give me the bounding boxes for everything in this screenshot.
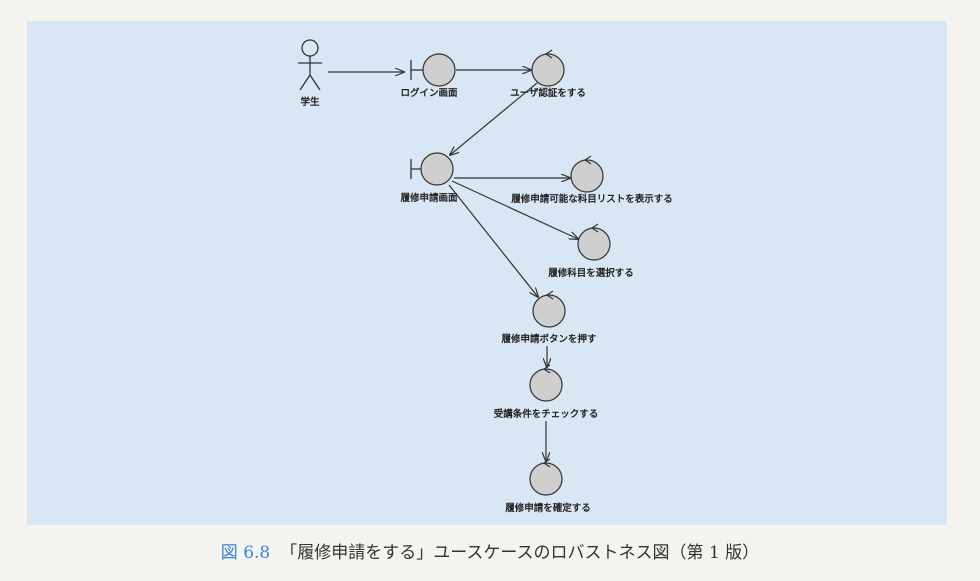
select-courses-label: 履修科目を選択する	[547, 267, 634, 279]
control-show-courses: 履修申請可能な科目リストを表示する	[510, 155, 673, 205]
confirm-enroll-label: 履修申請を確定する	[504, 502, 591, 514]
diagram-panel	[27, 21, 947, 525]
boundary-login-screen: ログイン画面	[400, 53, 458, 99]
figure-title: 「履修申請をする」ユースケースのロバストネス図（第 1 版）	[280, 543, 760, 563]
control-check-conditions: 受講条件をチェックする	[494, 364, 599, 420]
edge-enroll-to-select	[451, 180, 578, 239]
show-courses-label: 履修申請可能な科目リストを表示する	[510, 193, 673, 205]
boundary-enroll-screen: 履修申請画面	[399, 152, 458, 204]
control-select-courses: 履修科目を選択する	[547, 223, 634, 279]
press-button-label: 履修申請ボタンを押す	[500, 333, 597, 345]
actor-label: 学生	[300, 96, 320, 108]
figure-number: 図 6.8	[220, 543, 271, 563]
control-confirm-enroll: 履修申請を確定する	[504, 458, 591, 514]
figure-caption: 図 6.8 「履修申請をする」ユースケースのロバストネス図（第 1 版）	[0, 538, 980, 563]
enroll-screen-label: 履修申請画面	[399, 192, 458, 204]
login-screen-label: ログイン画面	[400, 87, 458, 99]
check-conditions-label: 受講条件をチェックする	[494, 408, 599, 420]
user-auth-label: ユーザ認証をする	[510, 87, 586, 99]
edge-enroll-to-press	[448, 184, 538, 297]
control-press-button: 履修申請ボタンを押す	[500, 290, 597, 345]
control-user-auth: ユーザ認証をする	[510, 49, 586, 99]
actor-student: 学生	[298, 39, 322, 108]
edge-auth-to-enroll-screen	[450, 82, 538, 155]
